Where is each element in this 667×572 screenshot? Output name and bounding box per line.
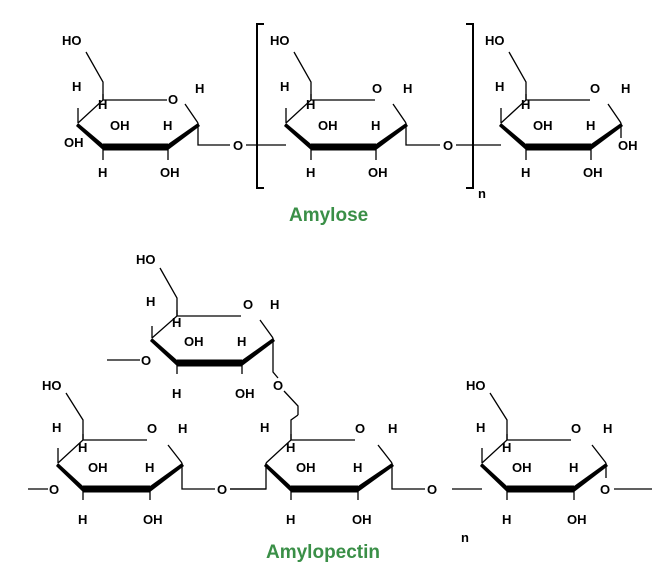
h-label: H [495,79,504,94]
h-label: H [286,512,295,527]
h-label: H [280,79,289,94]
h-label: H [260,420,269,435]
hydroxymethyl-label: HO [270,33,290,48]
repeat-bracket-right [466,23,474,189]
amylose-title: Amylose [289,205,368,226]
amylopectin-ring-b: O H H H OH H H OH [230,414,425,527]
anomeric-h-label: H [270,297,279,312]
hydroxyl-label: OH [235,386,255,401]
glycosidic-oxygen: O [217,482,227,497]
hydroxyl-label: OH [296,460,316,475]
h-label: H [78,440,87,455]
amylose-structure: O HO H H H OH H OH H OH O O HO [62,23,638,226]
ring-oxygen: O [168,92,178,107]
h-label: H [521,165,530,180]
amylose-ring-2: O HO H H H OH H H OH [270,33,440,180]
amylopectin-branch-ring: O HO H H H OH H O H OH [107,252,279,401]
amylose-ring-1: O HO H H H OH H OH H OH [62,33,230,180]
repeat-subscript: n [461,530,469,545]
hydroxyl-label: OH [512,460,532,475]
hydroxymethyl-label: HO [466,378,486,393]
anomeric-h-label: H [403,81,412,96]
hydroxyl-label: OH [184,334,204,349]
h-label: H [172,386,181,401]
anomeric-h-label: H [178,421,187,436]
h-label: H [502,512,511,527]
h-label: H [306,165,315,180]
h-label: H [172,315,181,330]
amylopectin-ring-a: O HO H H H OH H O H OH [28,378,215,527]
amylose-ring-3: O HO H H H OH H OH H OH [485,33,638,180]
h-label: H [353,460,362,475]
ring-oxygen: O [372,81,382,96]
hydroxymethyl-label: HO [42,378,62,393]
hydroxyl-label: OH [64,135,84,150]
h-label: H [371,118,380,133]
hydroxyl-label: OH [352,512,372,527]
glycosidic-oxygen: O [443,138,453,153]
glycosidic-oxygen: O [233,138,243,153]
ring-oxygen: O [147,421,157,436]
hydroxyl-label: OH [567,512,587,527]
branch-oxygen: O [273,378,283,393]
h-label: H [145,460,154,475]
anomeric-h-label: H [195,81,204,96]
hydroxyl-label: OH [160,165,180,180]
amylopectin-ring-c: O HO H H H OH H H OH [466,378,612,527]
hydroxyl-label: OH [88,460,108,475]
repeat-subscript: n [478,186,486,201]
h-label: H [72,79,81,94]
h-label: H [52,420,61,435]
ring-oxygen: O [243,297,253,312]
h-label: H [502,440,511,455]
h-label: H [306,97,315,112]
h-label: H [521,97,530,112]
amylopectin-structure: O HO H H H OH H O H OH O O HO H H [28,252,652,563]
hydroxymethyl-label: HO [136,252,156,267]
h-label: H [476,420,485,435]
h-label: H [98,97,107,112]
amylopectin-title: Amylopectin [266,542,380,563]
linking-oxygen: O [141,353,151,368]
hydroxyl-label: OH [618,138,638,153]
hydroxymethyl-label: HO [485,33,505,48]
hydroxyl-label: OH [368,165,388,180]
anomeric-h-label: H [388,421,397,436]
h-label: H [98,165,107,180]
repeat-bracket-left [256,23,264,189]
anomeric-h-label: H [603,421,612,436]
hydroxyl-label: OH [533,118,553,133]
h-label: H [586,118,595,133]
h-label: H [163,118,172,133]
hydroxyl-label: OH [143,512,163,527]
hydroxyl-label: OH [318,118,338,133]
ring-oxygen: O [571,421,581,436]
anomeric-h-label: H [621,81,630,96]
hydroxyl-label: OH [110,118,130,133]
terminal-oxygen: O [600,482,610,497]
ring-oxygen: O [355,421,365,436]
glycosidic-oxygen: O [427,482,437,497]
h-label: H [286,440,295,455]
hydroxyl-label: OH [583,165,603,180]
ring-oxygen: O [590,81,600,96]
hydroxymethyl-label: HO [62,33,82,48]
h-label: H [146,294,155,309]
h-label: H [78,512,87,527]
h-label: H [569,460,578,475]
linking-oxygen: O [49,482,59,497]
h-label: H [237,334,246,349]
